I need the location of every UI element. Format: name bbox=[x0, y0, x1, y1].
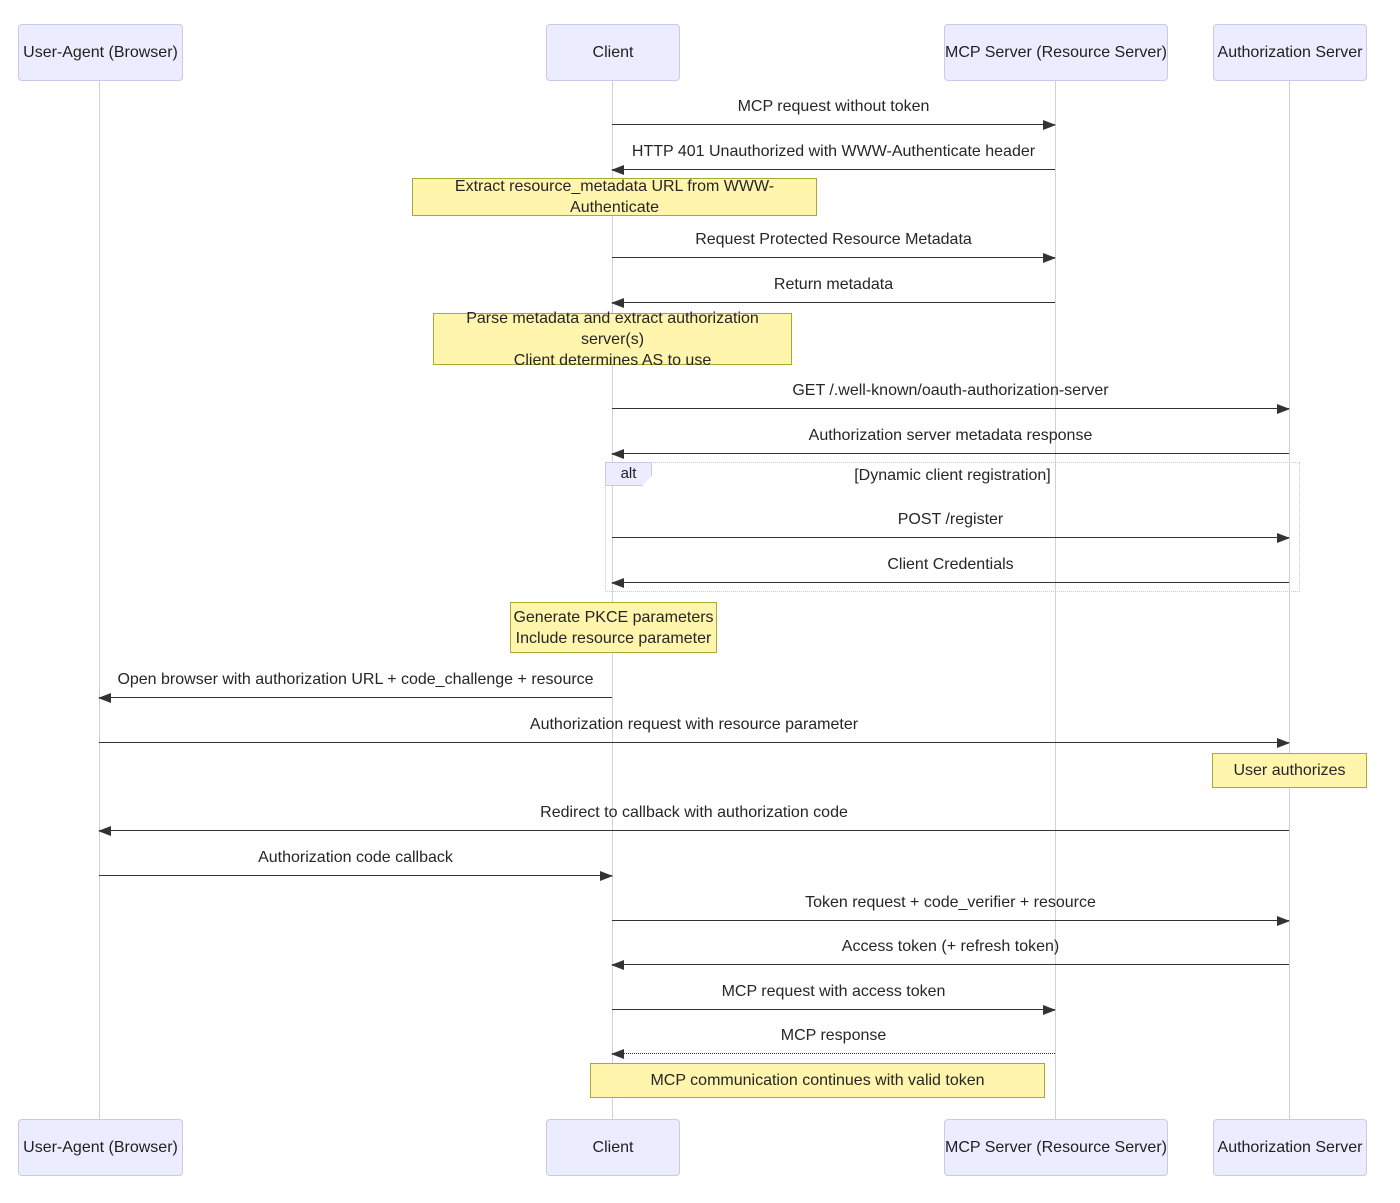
message-arrow bbox=[99, 875, 612, 876]
message-arrow bbox=[612, 582, 1289, 583]
message-authorization-request: Authorization request with resource para… bbox=[99, 716, 1290, 748]
arrowhead-icon bbox=[600, 871, 613, 881]
lifeline-user-agent bbox=[99, 81, 100, 1119]
arrowhead-icon bbox=[611, 449, 624, 459]
alt-frame: alt [Dynamic client registration] bbox=[605, 462, 1300, 592]
message-arrow bbox=[99, 742, 1289, 743]
arrowhead-icon bbox=[1043, 120, 1056, 130]
actor-label: Client bbox=[592, 43, 634, 61]
message-client-credentials: Client Credentials bbox=[611, 556, 1289, 588]
actor-box-mcp-server-top: MCP Server (Resource Server) bbox=[944, 24, 1168, 81]
actor-label: User-Agent (Browser) bbox=[23, 1138, 178, 1156]
message-arrow bbox=[99, 697, 612, 698]
arrowhead-icon bbox=[1277, 533, 1290, 543]
message-label: Redirect to callback with authorization … bbox=[540, 804, 848, 821]
alt-label: alt bbox=[605, 462, 652, 486]
message-redirect-to-callback: Redirect to callback with authorization … bbox=[98, 804, 1289, 836]
message-arrow bbox=[612, 920, 1289, 921]
lifeline-authorization-server bbox=[1289, 81, 1290, 1119]
message-token-request: Token request + code_verifier + resource bbox=[612, 894, 1290, 926]
alt-condition: [Dynamic client registration] bbox=[854, 467, 1051, 484]
arrowhead-icon bbox=[611, 298, 624, 308]
actor-label: MCP Server (Resource Server) bbox=[945, 43, 1167, 61]
message-arrow bbox=[612, 257, 1055, 258]
message-request-protected-resource-metadata: Request Protected Resource Metadata bbox=[612, 231, 1056, 263]
message-mcp-request-with-access-token: MCP request with access token bbox=[612, 983, 1056, 1015]
message-return-metadata: Return metadata bbox=[611, 276, 1055, 308]
arrowhead-icon bbox=[611, 578, 624, 588]
message-arrow bbox=[612, 1053, 1055, 1054]
arrowhead-icon bbox=[98, 693, 111, 703]
message-arrow bbox=[612, 964, 1289, 965]
actor-label: User-Agent (Browser) bbox=[23, 43, 178, 61]
message-auth-server-metadata-response: Authorization server metadata response bbox=[611, 427, 1289, 459]
message-label: Return metadata bbox=[773, 276, 894, 293]
message-open-browser: Open browser with authorization URL + co… bbox=[98, 671, 612, 703]
lifeline-client bbox=[612, 81, 613, 1119]
arrowhead-icon bbox=[611, 1049, 624, 1059]
message-mcp-request-without-token: MCP request without token bbox=[612, 98, 1056, 130]
note-user-authorizes: User authorizes bbox=[1212, 753, 1367, 788]
message-http-401: HTTP 401 Unauthorized with WWW-Authentic… bbox=[611, 143, 1055, 175]
message-label: MCP request with access token bbox=[721, 983, 946, 1000]
actor-box-authorization-server-bottom: Authorization Server bbox=[1213, 1119, 1367, 1176]
message-arrow bbox=[612, 453, 1289, 454]
actor-box-authorization-server-top: Authorization Server bbox=[1213, 24, 1367, 81]
message-arrow bbox=[612, 1009, 1055, 1010]
message-label: Authorization request with resource para… bbox=[529, 716, 859, 733]
message-arrow bbox=[612, 537, 1289, 538]
actor-label: MCP Server (Resource Server) bbox=[945, 1138, 1167, 1156]
message-label: Open browser with authorization URL + co… bbox=[117, 671, 594, 688]
arrowhead-icon bbox=[98, 826, 111, 836]
lifeline-mcp-server bbox=[1055, 81, 1056, 1119]
message-label: Access token (+ refresh token) bbox=[841, 938, 1060, 955]
message-get-well-known: GET /.well-known/oauth-authorization-ser… bbox=[612, 382, 1290, 414]
actor-label: Authorization Server bbox=[1217, 43, 1363, 61]
message-access-token: Access token (+ refresh token) bbox=[611, 938, 1289, 970]
arrowhead-icon bbox=[1277, 738, 1290, 748]
message-label: Request Protected Resource Metadata bbox=[695, 231, 972, 248]
arrowhead-icon bbox=[1277, 404, 1290, 414]
arrowhead-icon bbox=[611, 165, 624, 175]
message-mcp-response: MCP response bbox=[611, 1027, 1055, 1059]
message-label: HTTP 401 Unauthorized with WWW-Authentic… bbox=[631, 143, 1036, 160]
actor-box-mcp-server-bottom: MCP Server (Resource Server) bbox=[944, 1119, 1168, 1176]
actor-box-client-bottom: Client bbox=[546, 1119, 680, 1176]
note-extract-resource-metadata: Extract resource_metadata URL from WWW-A… bbox=[412, 178, 817, 216]
message-label: POST /register bbox=[897, 511, 1004, 528]
note-parse-metadata: Parse metadata and extract authorization… bbox=[433, 310, 792, 369]
arrowhead-icon bbox=[1043, 1005, 1056, 1015]
actor-label: Authorization Server bbox=[1217, 1138, 1363, 1156]
arrowhead-icon bbox=[1277, 916, 1290, 926]
message-label: Client Credentials bbox=[887, 556, 1014, 573]
message-label: MCP request without token bbox=[737, 98, 930, 115]
actor-box-user-agent-bottom: User-Agent (Browser) bbox=[18, 1119, 183, 1176]
message-label: GET /.well-known/oauth-authorization-ser… bbox=[792, 382, 1109, 399]
message-label: Authorization server metadata response bbox=[808, 427, 1093, 444]
actor-label: Client bbox=[592, 1138, 634, 1156]
message-arrow bbox=[612, 169, 1055, 170]
message-arrow bbox=[612, 408, 1289, 409]
message-label: Authorization code callback bbox=[258, 849, 453, 866]
message-post-register: POST /register bbox=[612, 511, 1290, 543]
message-authorization-code-callback: Authorization code callback bbox=[99, 849, 613, 881]
note-generate-pkce: Generate PKCE parameters Include resourc… bbox=[510, 602, 717, 653]
note-mcp-communication-continues: MCP communication continues with valid t… bbox=[590, 1063, 1045, 1098]
arrowhead-icon bbox=[1043, 253, 1056, 263]
arrowhead-icon bbox=[611, 960, 624, 970]
message-arrow bbox=[99, 830, 1289, 831]
message-label: Token request + code_verifier + resource bbox=[805, 894, 1096, 911]
message-arrow bbox=[612, 302, 1055, 303]
actor-box-user-agent-top: User-Agent (Browser) bbox=[18, 24, 183, 81]
message-arrow bbox=[612, 124, 1055, 125]
message-label: MCP response bbox=[780, 1027, 887, 1044]
actor-box-client-top: Client bbox=[546, 24, 680, 81]
